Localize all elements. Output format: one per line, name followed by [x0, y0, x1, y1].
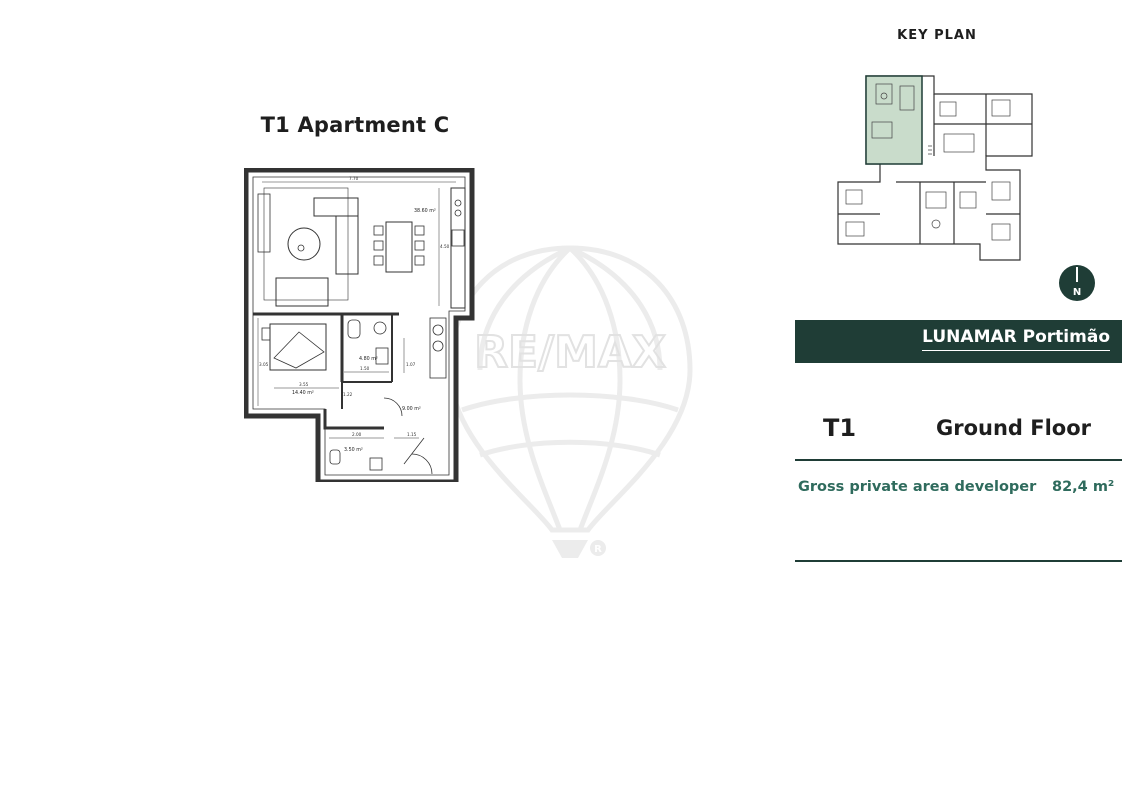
dim-wc-width: 2.00	[352, 432, 362, 437]
plan-title: T1 Apartment C	[260, 113, 450, 137]
divider-top	[795, 459, 1122, 461]
dim-bedroom-depth: 3.05	[259, 362, 269, 367]
room-area-bathroom: 4.80 m²	[359, 356, 378, 362]
dim-door-width: 1.15	[407, 432, 417, 437]
north-label: N	[1073, 287, 1081, 298]
key-plan-drawing	[837, 75, 1033, 261]
room-area-bedroom: 14.40 m²	[292, 390, 314, 396]
room-area-hall: 9.00 m²	[402, 406, 421, 412]
dim-living-depth: 4.50	[440, 244, 450, 249]
key-plan-highlight	[865, 75, 923, 165]
dim-bath-width: 1.50	[360, 366, 370, 371]
floor-name: Ground Floor	[936, 416, 1092, 440]
dim-top-width: 7.70	[349, 176, 359, 181]
dim-hall-height: 1.22	[343, 392, 353, 397]
area-value: 82,4 m²	[1052, 479, 1115, 495]
key-plan-label: KEY PLAN	[897, 28, 977, 43]
remax-balloon-watermark: RE/MAX R	[447, 245, 693, 558]
room-area-living: 38.60 m²	[414, 208, 436, 214]
unit-type: T1	[823, 414, 857, 442]
development-name: LUNAMAR Portimão	[922, 327, 1110, 351]
north-arrow-icon: N	[1059, 265, 1095, 301]
dim-mid-width: 3.55	[299, 382, 309, 387]
area-label: Gross private area developer	[798, 479, 1037, 495]
divider-bottom	[795, 560, 1122, 562]
dim-hall-width: 1.07	[406, 362, 416, 367]
room-area-wc: 3.50 m²	[344, 447, 363, 453]
watermark-text: RE/MAX	[474, 327, 666, 378]
development-banner: LUNAMAR Portimão	[795, 320, 1122, 363]
floor-plan-drawing: 7.70 4.50 3.55 1.50 1.07 3.05 2.00 1.15 …	[244, 168, 475, 482]
watermark-registered-mark: R	[594, 544, 602, 555]
